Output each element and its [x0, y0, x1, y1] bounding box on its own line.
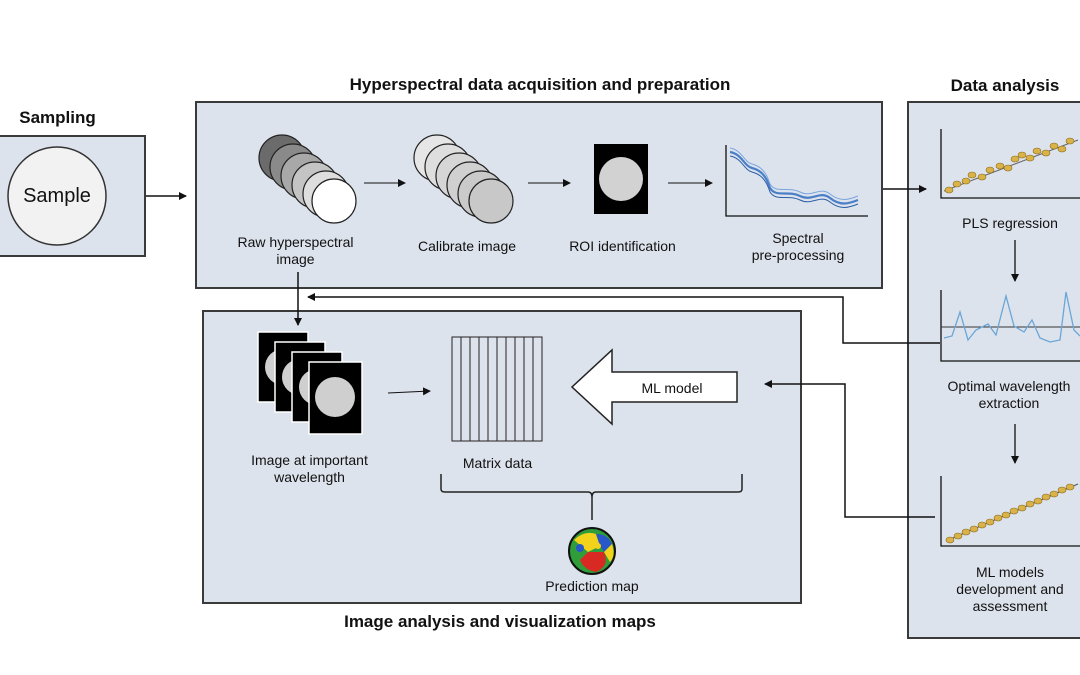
optimal-wavelength-plot-icon [940, 290, 1080, 362]
spectral-label-line1: Spectral [772, 230, 824, 246]
calibrate-image-label: Calibrate image [417, 238, 517, 254]
matrix-data-icon [451, 336, 543, 442]
sample-label: Sample [23, 185, 91, 207]
matrix-data-label: Matrix data [462, 455, 533, 471]
ml-model-label: ML model [641, 380, 703, 396]
prediction-map-icon [568, 527, 616, 575]
pls-scatter-icon [940, 129, 1080, 199]
pls-regression-label: PLS regression [962, 215, 1058, 231]
image-analysis-title: Image analysis and visualization maps [344, 612, 656, 631]
spectral-preprocessing-label: Spectral pre-processing [733, 230, 863, 264]
calibrated-image-stack-icon [413, 134, 514, 224]
analysis-panel [907, 101, 1080, 639]
acquisition-title: Hyperspectral data acquisition and prepa… [349, 75, 731, 94]
brace-icon [440, 474, 743, 498]
sample-circle [7, 146, 107, 246]
roi-image-icon [594, 144, 648, 214]
important-wavelength-image-stack-icon [257, 331, 363, 435]
optimal-label-line1: Optimal wavelength [947, 378, 1071, 394]
important-wavelength-label: Image at important wavelength [232, 452, 387, 486]
raw-image-stack-icon [258, 134, 357, 224]
prediction-map-label: Prediction map [545, 578, 639, 594]
roi-identification-label: ROI identification [569, 238, 676, 254]
ml-label-line2: development and [956, 581, 1064, 597]
sampling-title: Sampling [19, 108, 96, 127]
ml-models-label: ML models development and assessment [940, 564, 1080, 615]
raw-image-label-line1: Raw hyperspectral [237, 234, 354, 250]
ml-model-arrow-icon [570, 348, 738, 426]
optimal-wavelength-label: Optimal wavelength extraction [938, 378, 1080, 412]
important-label-line2: wavelength [274, 469, 345, 485]
spectral-plot-icon [725, 145, 868, 217]
image-analysis-panel [202, 310, 802, 604]
raw-image-label: Raw hyperspectral image [228, 234, 363, 268]
ml-label-line3: assessment [972, 598, 1048, 614]
spectral-label-line2: pre-processing [751, 247, 845, 263]
optimal-label-line2: extraction [978, 395, 1040, 411]
ml-scatter-icon [940, 476, 1080, 547]
analysis-title: Data analysis [950, 76, 1060, 95]
ml-label-line1: ML models [976, 564, 1044, 580]
important-label-line1: Image at important [251, 452, 368, 468]
raw-image-label-line2: image [276, 251, 315, 267]
